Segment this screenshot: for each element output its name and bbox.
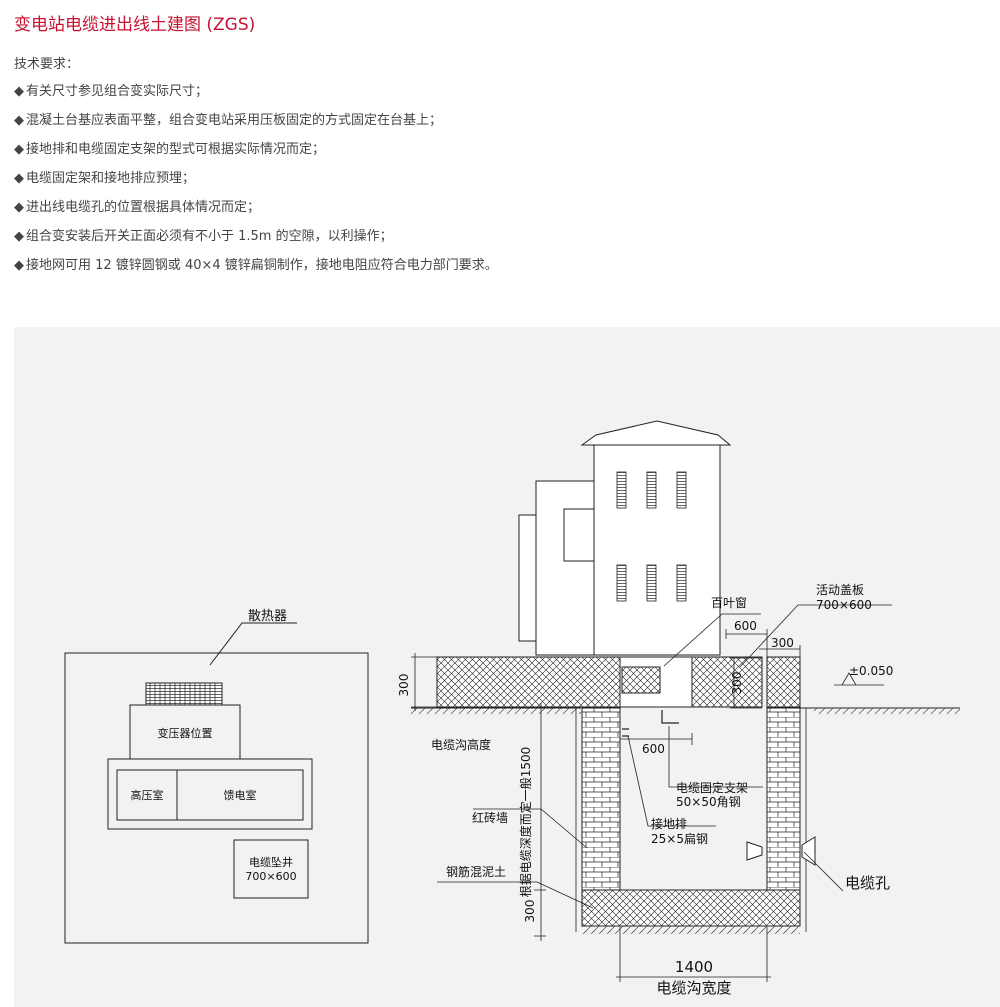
requirement-item: ◆混凝土台基应表面平整，组合变电站采用压板固定的方式固定在台基上； bbox=[14, 113, 498, 142]
depth-note: 根据电缆深度而定一般1500 bbox=[518, 747, 533, 898]
requirement-item: ◆组合变安装后开关正面必须有不小于 1.5m 的空隙，以利操作； bbox=[14, 229, 498, 258]
requirement-item: ◆接地网可用 12 镀锌圆钢或 40×4 镀锌扁铜制作，接地电阻应符合电力部门要… bbox=[14, 258, 498, 287]
dim-300-inner: 300 bbox=[730, 672, 744, 695]
requirement-text: 混凝土台基应表面平整，组合变电站采用压板固定的方式固定在台基上； bbox=[26, 113, 443, 128]
requirement-text: 电缆固定架和接地排应预埋； bbox=[26, 171, 196, 186]
requirement-item: ◆有关尺寸参见组合变实际尺寸； bbox=[14, 84, 498, 113]
ground-bar bbox=[622, 728, 629, 737]
leader-lines bbox=[437, 604, 892, 909]
requirement-text: 接地网可用 12 镀锌圆钢或 40×4 镀锌扁铜制作，接地电阻应符合电力部门要求… bbox=[26, 258, 498, 273]
cable-pit-box bbox=[233, 839, 309, 899]
enclosure-louvers bbox=[616, 471, 687, 602]
substation-enclosure bbox=[518, 420, 732, 656]
brick-wall-right bbox=[766, 707, 801, 891]
bullet-icon: ◆ bbox=[14, 113, 24, 128]
bullet-icon: ◆ bbox=[14, 84, 24, 99]
radiator-leader bbox=[209, 622, 297, 666]
cable-bracket bbox=[661, 710, 679, 724]
bullet-icon: ◆ bbox=[14, 229, 24, 244]
bullet-icon: ◆ bbox=[14, 171, 24, 186]
concrete-label: 钢筋混泥土 bbox=[446, 864, 506, 879]
ground-bar-spec: 25×5扁钢 bbox=[651, 832, 708, 846]
bullet-icon: ◆ bbox=[14, 142, 24, 157]
plan-outline bbox=[64, 652, 369, 944]
requirement-item: ◆接地排和电缆固定支架的型式可根据实际情况而定； bbox=[14, 142, 498, 171]
cable-pit-label: 电缆坠井 bbox=[249, 855, 293, 869]
page-title: 变电站电缆进出线土建图 (ZGS) bbox=[14, 15, 256, 35]
requirement-text: 组合变安装后开关正面必须有不小于 1.5m 的空隙，以利操作； bbox=[26, 229, 393, 244]
ground-bar-label: 接地排 bbox=[651, 816, 687, 831]
cover-label: 活动盖板 bbox=[816, 583, 864, 597]
radiator-label: 散热器 bbox=[248, 609, 287, 624]
dimension-lines bbox=[411, 629, 884, 982]
width-label: 电缆沟宽度 bbox=[656, 979, 731, 997]
cover-size: 700×600 bbox=[816, 598, 872, 612]
dim-600-top: 600 bbox=[734, 619, 757, 633]
dim-600-mid: 600 bbox=[642, 742, 665, 756]
louver-window bbox=[621, 666, 661, 694]
bullet-icon: ◆ bbox=[14, 258, 24, 273]
requirement-text: 接地排和电缆固定支架的型式可根据实际情况而定； bbox=[26, 142, 326, 157]
transformer-label: 变压器位置 bbox=[158, 726, 213, 740]
requirement-item: ◆进出线电缆孔的位置根据具体情况而定； bbox=[14, 200, 498, 229]
requirement-text: 进出线电缆孔的位置根据具体情况而定； bbox=[26, 200, 261, 215]
cable-hole-label: 电缆孔 bbox=[845, 874, 890, 892]
dim-300-left: 300 bbox=[397, 674, 411, 697]
bullet-icon: ◆ bbox=[14, 200, 24, 215]
brick-wall-label: 红砖墙 bbox=[472, 810, 508, 825]
bracket-label: 电缆固定支架 bbox=[676, 780, 748, 795]
dim-300-right: 300 bbox=[771, 636, 794, 650]
switchgear-outline bbox=[107, 758, 313, 830]
hv-room-label: 高压室 bbox=[131, 788, 164, 802]
requirements-heading: 技术要求： bbox=[14, 57, 80, 72]
requirements-list: ◆有关尺寸参见组合变实际尺寸；◆混凝土台基应表面平整，组合变电站采用压板固定的方… bbox=[14, 84, 498, 287]
drawing-panel: 散热器 变压器位置 高压室 馈电室 电缆坠井 700×600 bbox=[14, 327, 1000, 1007]
cable-hole-sleeve bbox=[746, 836, 816, 866]
requirement-item: ◆电缆固定架和接地排应预埋； bbox=[14, 171, 498, 200]
louver-label: 百叶窗 bbox=[711, 596, 747, 610]
feeder-room-box bbox=[176, 769, 304, 821]
elevation-label: ±0.050 bbox=[849, 664, 893, 678]
feeder-room-label: 馈电室 bbox=[224, 788, 257, 802]
brick-wall-left bbox=[581, 707, 621, 891]
width-value: 1400 bbox=[675, 958, 713, 976]
bracket-spec: 50×50角钢 bbox=[676, 795, 741, 809]
concrete-base bbox=[581, 889, 801, 927]
plan-view bbox=[64, 622, 369, 944]
requirement-text: 有关尺寸参见组合变实际尺寸； bbox=[26, 84, 209, 99]
trench-height-label: 电缆沟高度 bbox=[431, 737, 491, 752]
section-view bbox=[411, 420, 960, 982]
cable-pit-size: 700×600 bbox=[245, 870, 296, 883]
concrete-plinth bbox=[436, 656, 801, 708]
radiator-fins bbox=[145, 682, 223, 706]
dim-300-bottom: 300 bbox=[523, 900, 537, 923]
civil-drawing: 散热器 变压器位置 高压室 馈电室 电缆坠井 700×600 bbox=[64, 420, 960, 997]
